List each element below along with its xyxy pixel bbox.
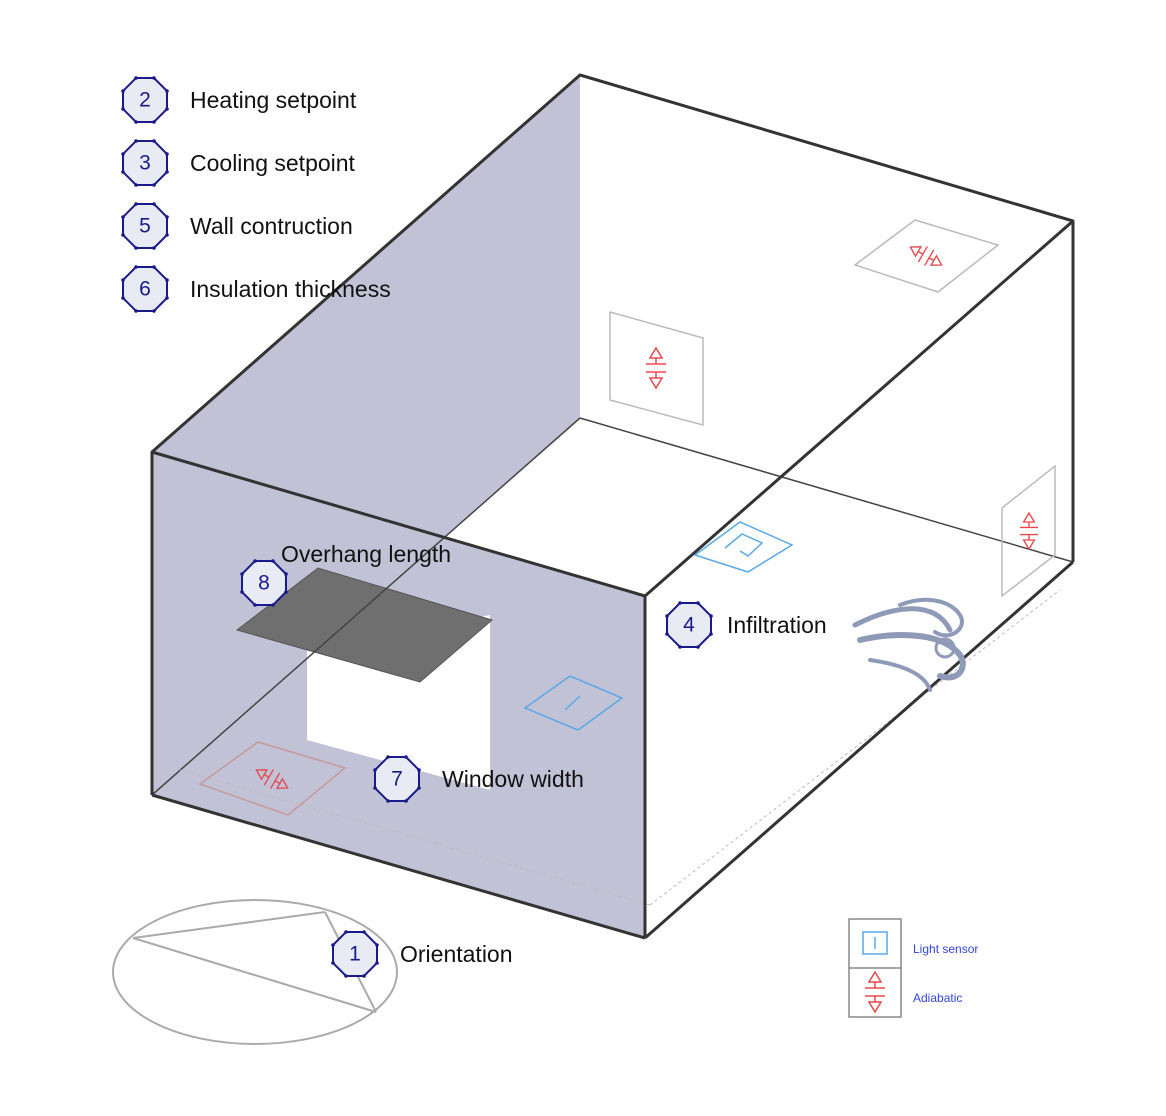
light-sensor-marker-south: [523, 675, 624, 731]
legend: Light sensor Adiabatic: [848, 918, 978, 1018]
legend-adiabatic-label: Adiabatic: [913, 991, 962, 1005]
callout-label: Orientation: [400, 941, 513, 967]
light-sensor-marker-floor: [693, 521, 794, 573]
parameter-cooling-setpoint: 3 Cooling setpoint: [120, 138, 356, 188]
legend-light-sensor-label: Light sensor: [913, 942, 978, 956]
parameter-label: Wall contruction: [190, 213, 353, 239]
badge-icon: 3: [139, 152, 151, 175]
light-sensor-icon: [862, 931, 888, 955]
parameter-label: Cooling setpoint: [190, 150, 356, 176]
parameter-heating-setpoint: 2 Heating setpoint: [120, 75, 357, 125]
badge-icon: 1: [349, 943, 361, 966]
parameter-wall-construction: 5 Wall contruction: [120, 201, 353, 251]
callout-window: 7 Window width: [372, 754, 584, 804]
callout-overhang: 8 Overhang length: [239, 541, 451, 608]
callout-label: Overhang length: [281, 541, 451, 567]
back-edges: [151, 417, 1074, 796]
floor-dashed-lines: [179, 589, 1061, 906]
parameter-list: 2 Heating setpoint 3 Cooling setpoint 5 …: [120, 75, 391, 314]
callout-orientation: 1 Orientation: [330, 929, 513, 979]
box-outline: [150, 73, 1075, 940]
wind-icon: [852, 597, 966, 692]
parameter-label: Heating setpoint: [190, 87, 357, 113]
badge-icon: 4: [683, 614, 695, 637]
callout-infiltration: 4 Infiltration: [664, 600, 827, 650]
badge-icon: 7: [391, 768, 403, 791]
parameter-label: Insulation thickness: [190, 276, 391, 302]
badge-icon: 5: [139, 215, 151, 238]
parameter-insulation-thickness: 6 Insulation thickness: [120, 264, 391, 314]
callout-label: Infiltration: [727, 612, 827, 638]
adiabatic-marker-floor: [198, 741, 347, 816]
badge-icon: 6: [139, 278, 151, 301]
adiabatic-marker-east: [1001, 464, 1056, 598]
callout-label: Window width: [442, 766, 584, 792]
adiabatic-marker-ceiling: [853, 219, 1000, 293]
overhang: [235, 567, 494, 683]
badge-icon: 2: [139, 89, 151, 112]
adiabatic-marker-west: [609, 311, 704, 426]
badge-icon: 8: [258, 572, 270, 595]
